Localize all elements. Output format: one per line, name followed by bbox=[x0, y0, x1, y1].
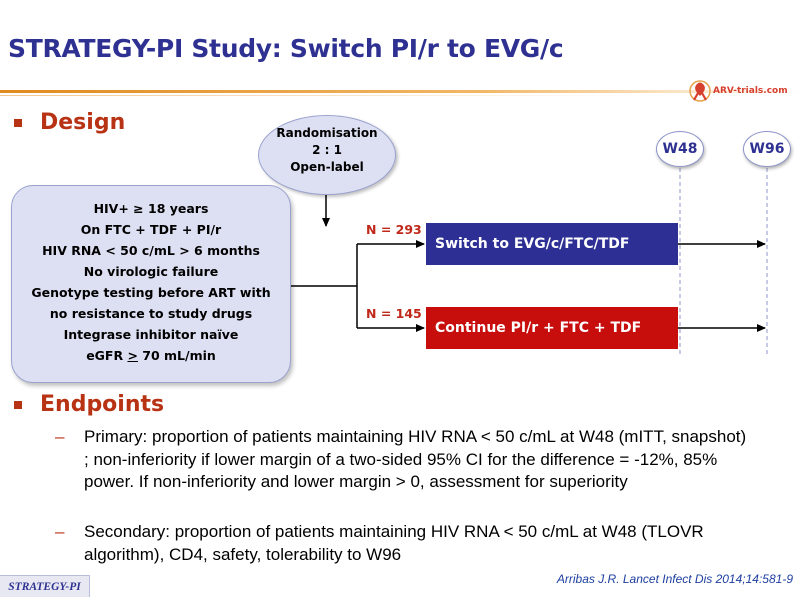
timepoint-w48: W48 bbox=[656, 131, 704, 167]
randomisation-ratio: 2 : 1 bbox=[312, 143, 342, 157]
endpoint-primary-text: Primary: proportion of patients maintain… bbox=[84, 427, 747, 491]
title-rule-secondary bbox=[0, 95, 800, 96]
egfr-symbol: > bbox=[127, 348, 138, 363]
design-heading-text: Design bbox=[40, 110, 126, 135]
endpoint-primary: – Primary: proportion of patients mainta… bbox=[55, 426, 748, 494]
criterion: Integrase inhibitor naïve bbox=[63, 327, 239, 342]
logo-text: ARV-trials.com bbox=[713, 86, 788, 96]
randomisation-label: Open-label bbox=[290, 160, 364, 174]
criterion: On FTC + TDF + PI/r bbox=[80, 222, 222, 237]
arv-trials-logo: ARV-trials.com bbox=[688, 78, 794, 104]
criterion: HIV RNA < 50 c/mL > 6 months bbox=[42, 243, 260, 258]
dash-bullet-icon: – bbox=[55, 427, 65, 446]
square-bullet-icon bbox=[14, 118, 22, 127]
switch-arm-n: N = 293 bbox=[366, 222, 422, 237]
egfr-suffix: 70 mL/min bbox=[137, 348, 216, 363]
endpoint-secondary-text: Secondary: proportion of patients mainta… bbox=[84, 522, 704, 564]
criterion: no resistance to study drugs bbox=[49, 306, 253, 321]
square-bullet-icon bbox=[14, 400, 22, 409]
criterion: HIV+ ≥ 18 years bbox=[93, 201, 209, 216]
timepoint-w96: W96 bbox=[743, 131, 791, 167]
citation: Arribas J.R. Lancet Infect Dis 2014;14:5… bbox=[556, 572, 793, 586]
continue-arm-box: Continue PI/r + FTC + TDF bbox=[426, 307, 678, 349]
randomisation-bubble: Randomisation 2 : 1 Open-label bbox=[258, 115, 396, 195]
endpoints-heading-text: Endpoints bbox=[40, 392, 165, 417]
endpoints-heading: Endpoints bbox=[14, 392, 164, 417]
dash-bullet-icon: – bbox=[55, 522, 65, 541]
study-footer-label: STRATEGY-PI bbox=[0, 575, 90, 597]
slide-title: STRATEGY-PI Study: Switch PI/r to EVG/c bbox=[8, 34, 564, 63]
switch-arm-box: Switch to EVG/c/FTC/TDF bbox=[426, 223, 678, 265]
criterion: No virologic failure bbox=[83, 264, 219, 279]
ribbon-logo-icon bbox=[689, 80, 711, 102]
criterion: Genotype testing before ART with bbox=[31, 285, 271, 300]
eligibility-criteria-box: HIV+ ≥ 18 years On FTC + TDF + PI/r HIV … bbox=[11, 185, 291, 383]
title-rule bbox=[0, 90, 800, 93]
continue-arm-n: N = 145 bbox=[366, 306, 422, 321]
endpoint-secondary: – Secondary: proportion of patients main… bbox=[55, 521, 748, 566]
design-heading: Design bbox=[14, 110, 125, 135]
randomisation-line: Randomisation bbox=[276, 126, 378, 140]
criterion-egfr: eGFR > 70 mL/min bbox=[12, 345, 290, 366]
egfr-prefix: eGFR bbox=[86, 348, 128, 363]
